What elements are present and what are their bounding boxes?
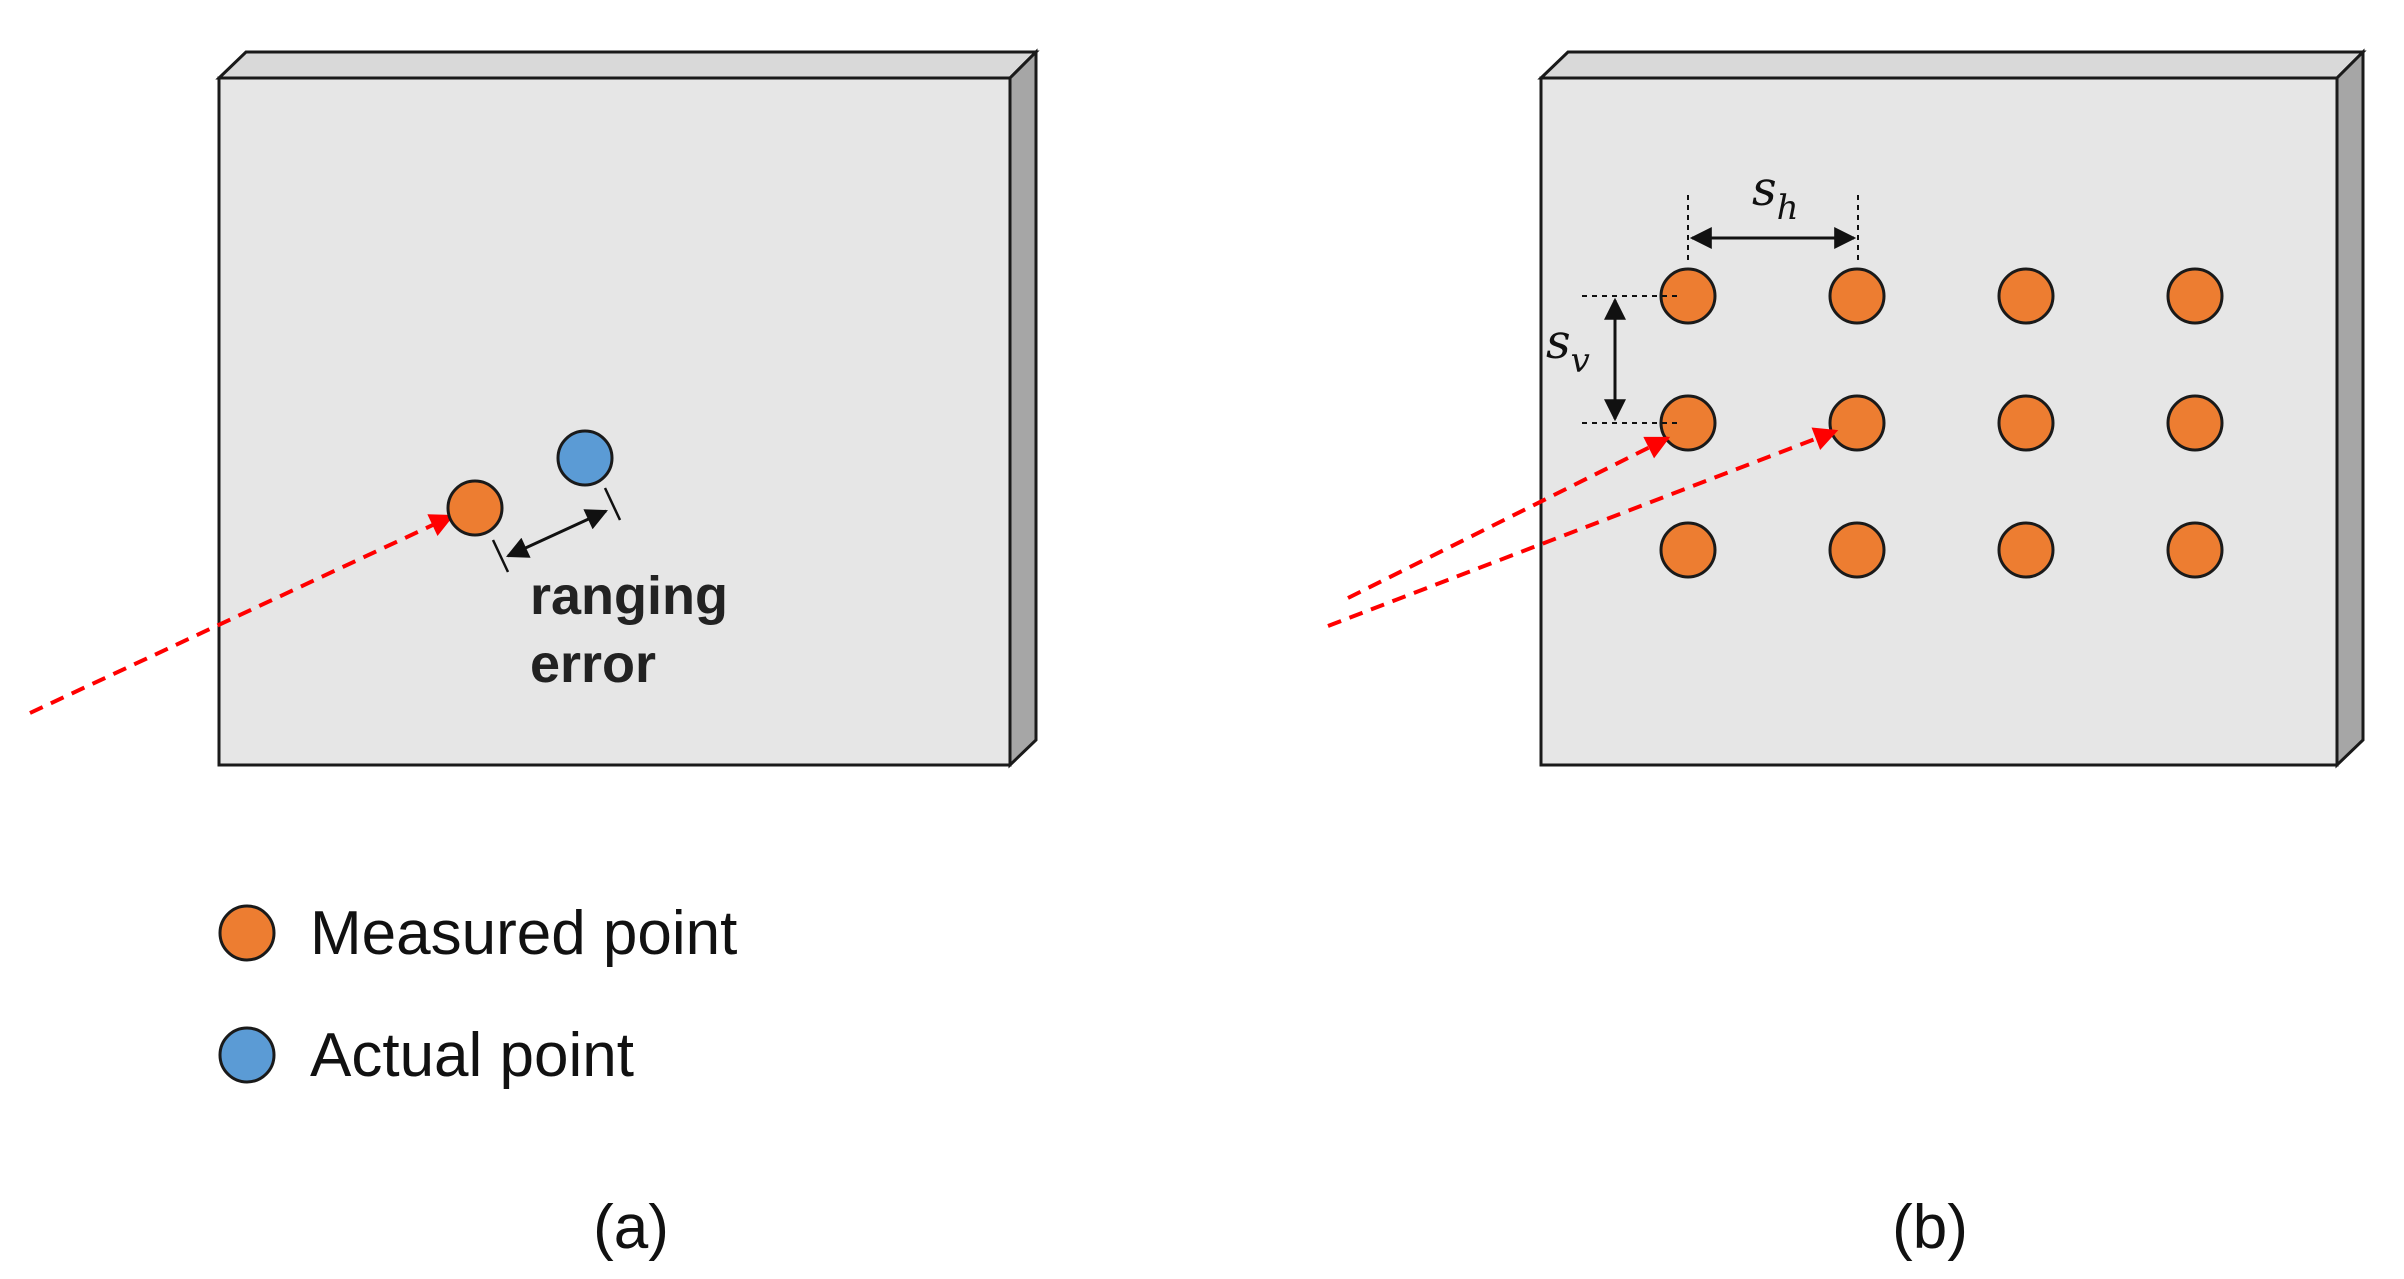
- legend-actual-label: Actual point: [310, 1021, 634, 1090]
- measured-point-b-r2-c1: [1659, 394, 1717, 452]
- measured-point-b-r1-c4: [2166, 267, 2224, 325]
- panel-b: sh sv: [1327, 48, 2367, 769]
- panel-a: ranging error: [29, 48, 1040, 769]
- laser-ray-a: [29, 514, 455, 715]
- measured-point-b-r2-c4: [2166, 394, 2224, 452]
- board-b-side: [2335, 48, 2365, 769]
- measured-point-a: [446, 479, 504, 537]
- laser-ray-b-1: [1347, 436, 1671, 600]
- caption-b: (b): [1892, 1193, 1968, 1262]
- board-a-top: [215, 50, 1040, 80]
- measured-point-b-r3-c4: [2166, 521, 2224, 579]
- ranging-error-label-line2: error: [530, 634, 656, 694]
- actual-point-a: [556, 429, 614, 487]
- legend-actual-swatch: [218, 1026, 276, 1084]
- measured-point-b-r3-c3: [1997, 521, 2055, 579]
- measured-point-b-r2-c2: [1828, 394, 1886, 452]
- measured-point-b-r1-c1: [1659, 267, 1717, 325]
- board-b-top: [1537, 50, 2367, 80]
- ranging-error-label-line1: ranging: [530, 566, 728, 626]
- caption-a: (a): [593, 1193, 669, 1262]
- board-a-side: [1008, 48, 1038, 769]
- measured-point-b-r1-c2: [1828, 267, 1886, 325]
- measured-point-b-r1-c3: [1997, 267, 2055, 325]
- measured-point-grid: [1659, 267, 2224, 579]
- board-a-face: [217, 76, 1012, 767]
- measured-point-b-r3-c1: [1659, 521, 1717, 579]
- legend: Measured point Actual point: [218, 899, 737, 1090]
- board-a: [215, 48, 1040, 769]
- horizontal-spacing-dimension: sh: [1687, 161, 1859, 262]
- measured-point-b-r2-c3: [1997, 394, 2055, 452]
- legend-measured-label: Measured point: [310, 899, 737, 968]
- measured-point-b-r3-c2: [1828, 521, 1886, 579]
- spacing-v-label: sv: [1546, 314, 1590, 381]
- vertical-spacing-dimension: sv: [1546, 295, 1682, 424]
- ranging-error-arrow: [506, 509, 608, 558]
- ranging-error-dimension: [491, 487, 622, 573]
- spacing-h-label: sh: [1752, 161, 1799, 228]
- legend-measured-swatch: [218, 904, 276, 962]
